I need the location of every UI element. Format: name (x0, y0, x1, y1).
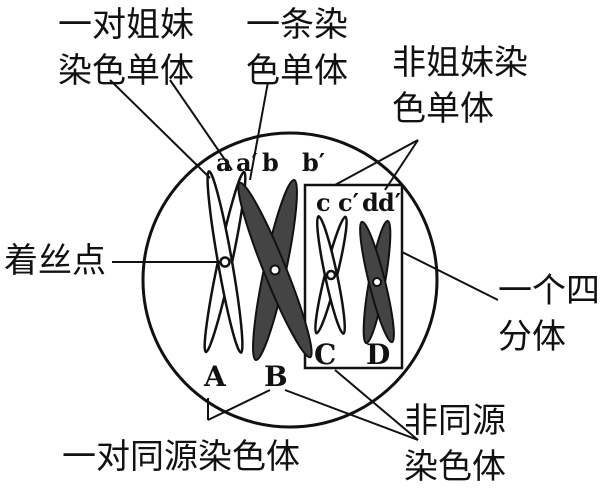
chromosome-tag-d: D (366, 338, 391, 371)
chromatid-tag-d-prime: d′ (378, 188, 402, 217)
leader-lines (109, 79, 499, 441)
tetrad-box (303, 183, 404, 370)
chromosome-tag-b: B (264, 360, 288, 393)
chromosome-b (237, 178, 313, 362)
centromere-d (372, 277, 382, 287)
leader-one-chromatid (249, 81, 269, 181)
leader-tetrad (401, 251, 499, 301)
chromatid-tag-c: c (316, 188, 331, 217)
chromosome-tag-a: A (204, 360, 226, 393)
non-homologous-label: 非同源 染色体 (404, 401, 506, 487)
chromatid-tag-a: a (216, 148, 232, 177)
leader-sister-1 (109, 79, 211, 179)
chromatid-tag-d: d (362, 188, 379, 217)
homologous-pair-label: 一对同源染色体 (62, 437, 300, 477)
chromosome-d (359, 219, 395, 345)
leader-non-homologous-c (334, 369, 419, 441)
non-sister-chromatids-label: 非姐妹染 色单体 (392, 43, 528, 129)
leader-non-homologous-b (284, 389, 419, 441)
chromatid-tag-b-prime: b′ (302, 148, 326, 177)
cell-outline (141, 131, 439, 429)
leader-sister-2 (169, 79, 233, 171)
chromatid-tag-c-prime: c′ (338, 188, 359, 217)
chromosome-a (203, 170, 247, 354)
one-chromatid-label: 一条染 色单体 (246, 5, 348, 91)
chromosome-tag-c: C (314, 338, 337, 371)
centromere-label: 着丝点 (4, 241, 106, 281)
sister-chromatids-label: 一对姐妹 染色单体 (58, 5, 194, 91)
leader-non-sister-1 (334, 139, 419, 186)
chromosome-c (314, 215, 348, 335)
centromere-b (269, 264, 281, 276)
chromatid-tag-a-prime: a′ (236, 148, 258, 177)
centromere-c (325, 269, 337, 281)
tetrad-label: 一个四 分体 (498, 271, 600, 357)
leader-non-sister-2 (384, 139, 419, 191)
centromere-a (219, 256, 231, 268)
leader-homologous-b (207, 389, 271, 421)
chromatid-tag-b: b (262, 148, 279, 177)
